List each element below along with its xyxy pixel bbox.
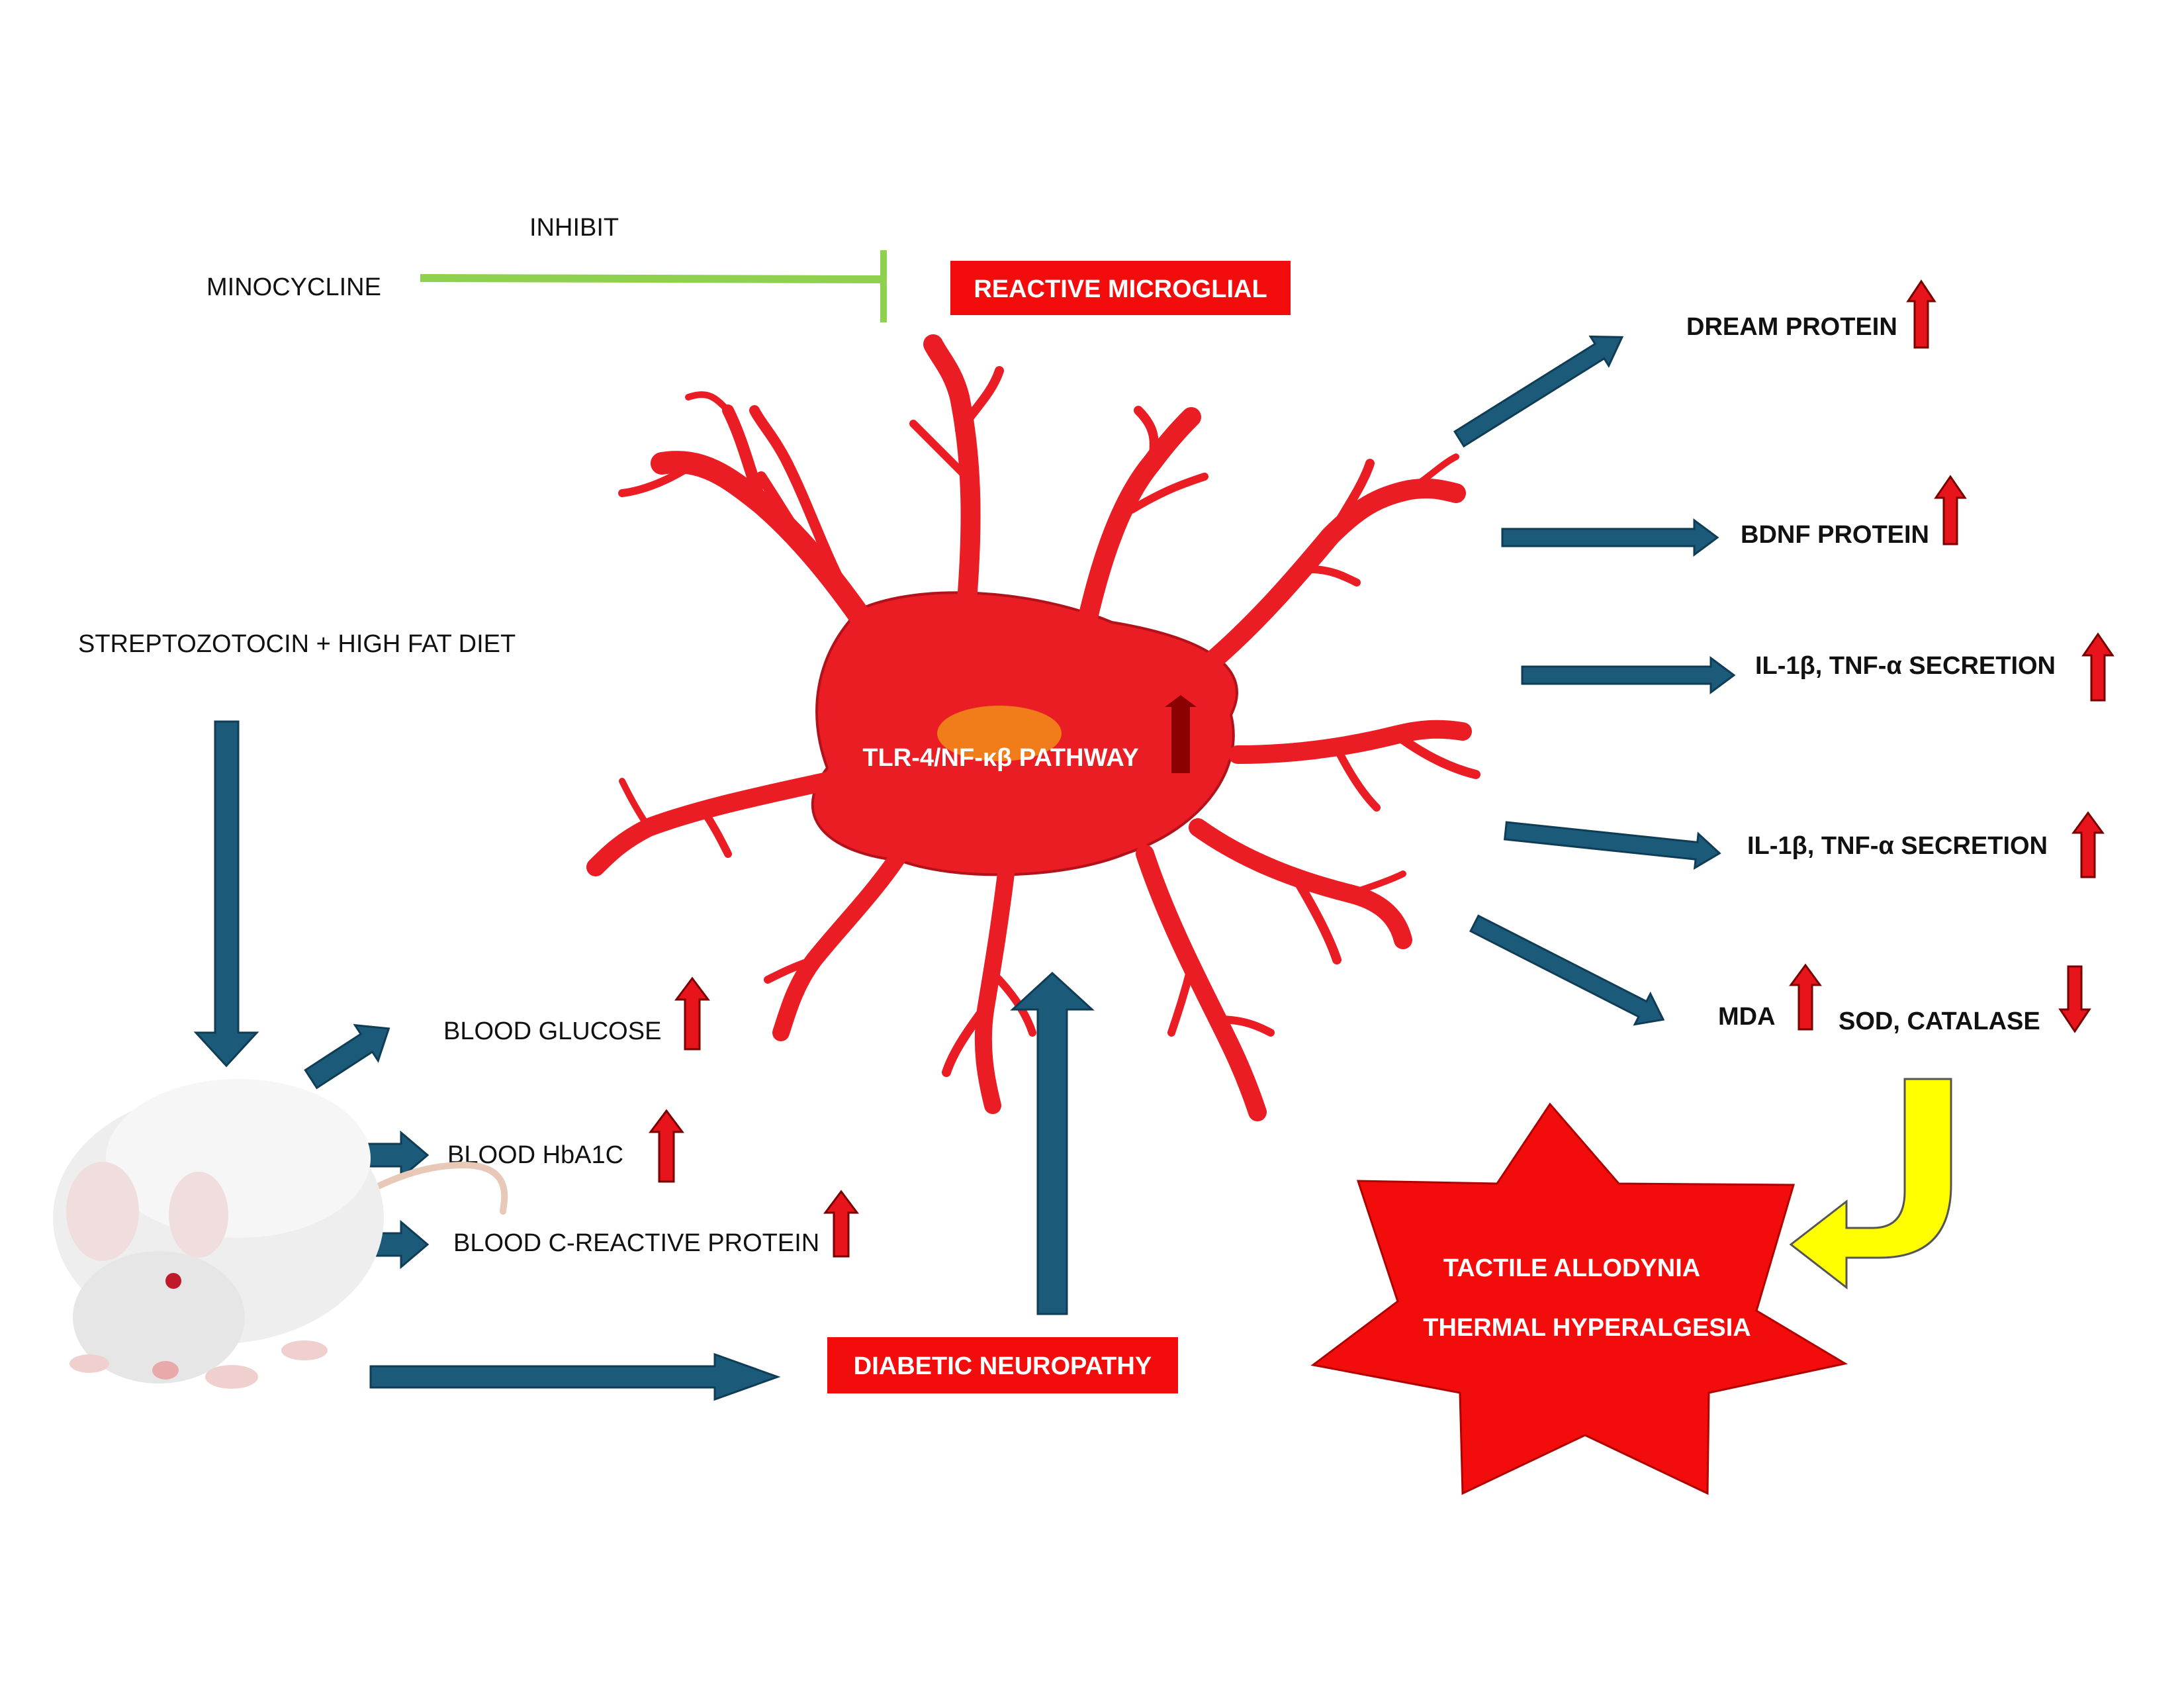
secretion-2-up-icon: [2071, 811, 2105, 878]
arrow-to-bdnf: [1501, 518, 1719, 557]
secretion-1-up-icon: [2081, 632, 2115, 702]
arrow-to-secretion-2: [1503, 821, 1721, 870]
bdnf-up-icon: [1934, 475, 1967, 545]
microglia-cell: [586, 334, 1480, 1121]
sod-down-icon: [2058, 965, 2091, 1033]
arrow-to-secretion-1: [1521, 656, 1736, 694]
mda-up-icon: [1789, 963, 1822, 1031]
thermal-hyperalgesia-label: THERMAL HYPERALGESIA: [1423, 1314, 1751, 1342]
diabetic-neuropathy-box: DIABETIC NEUROPATHY: [827, 1337, 1178, 1393]
dream-up-icon: [1906, 279, 1936, 349]
nucleus: [937, 706, 1062, 761]
reactive-microglial-label: REACTIVE MICROGLIAL: [974, 275, 1267, 303]
left-flow-arrows: [193, 720, 1095, 1401]
rat-image: [53, 1079, 508, 1389]
arrow-down-to-rat: [193, 720, 259, 1068]
minocycline-label: MINOCYCLINE: [206, 273, 381, 301]
sod-catalase-label: SOD, CATALASE: [1839, 1008, 2040, 1035]
right-flow-arrows: [1453, 335, 1736, 1026]
dream-protein-label: DREAM PROTEIN: [1686, 313, 1897, 341]
bdnf-protein-label: BDNF PROTEIN: [1741, 521, 1929, 549]
secretion-1-label: IL-1β, TNF-α SECRETION: [1755, 652, 2056, 680]
inhibit-connector: [420, 250, 887, 322]
pathway-label: TLR-4/NF-κβ PATHWAY: [862, 744, 1138, 772]
reactive-microglial-box: REACTIVE MICROGLIAL: [950, 261, 1291, 315]
arrow-to-glucose: [304, 1023, 390, 1090]
blood-glucose-label: BLOOD GLUCOSE: [443, 1017, 661, 1045]
pathway-up-icon: [1165, 695, 1197, 773]
inhibit-label: INHIBIT: [529, 214, 619, 242]
hba1c-up-icon: [649, 1109, 684, 1183]
arrow-up-to-microglia: [1010, 971, 1095, 1315]
symptom-star: TACTILE ALLODYNIA THERMAL HYPERALGESIA: [1310, 1102, 1848, 1495]
glucose-up-icon: [674, 976, 710, 1051]
blood-crp-label: BLOOD C-REACTIVE PROTEIN: [453, 1229, 819, 1257]
mda-label: MDA: [1718, 1003, 1776, 1031]
arrow-to-dream: [1453, 335, 1624, 448]
arrow-to-neuropathy: [369, 1352, 781, 1401]
stz-diet-label: STREPTOZOTOCIN + HIGH FAT DIET: [78, 630, 516, 658]
diabetic-neuropathy-label: DIABETIC NEUROPATHY: [854, 1352, 1152, 1380]
tactile-allodynia-label: TACTILE ALLODYNIA: [1443, 1254, 1700, 1282]
arrow-to-mda: [1469, 914, 1665, 1026]
crp-up-icon: [823, 1190, 859, 1258]
secretion-2-label: IL-1β, TNF-α SECRETION: [1747, 832, 2048, 860]
yellow-curved-arrow: [1789, 1078, 1952, 1290]
